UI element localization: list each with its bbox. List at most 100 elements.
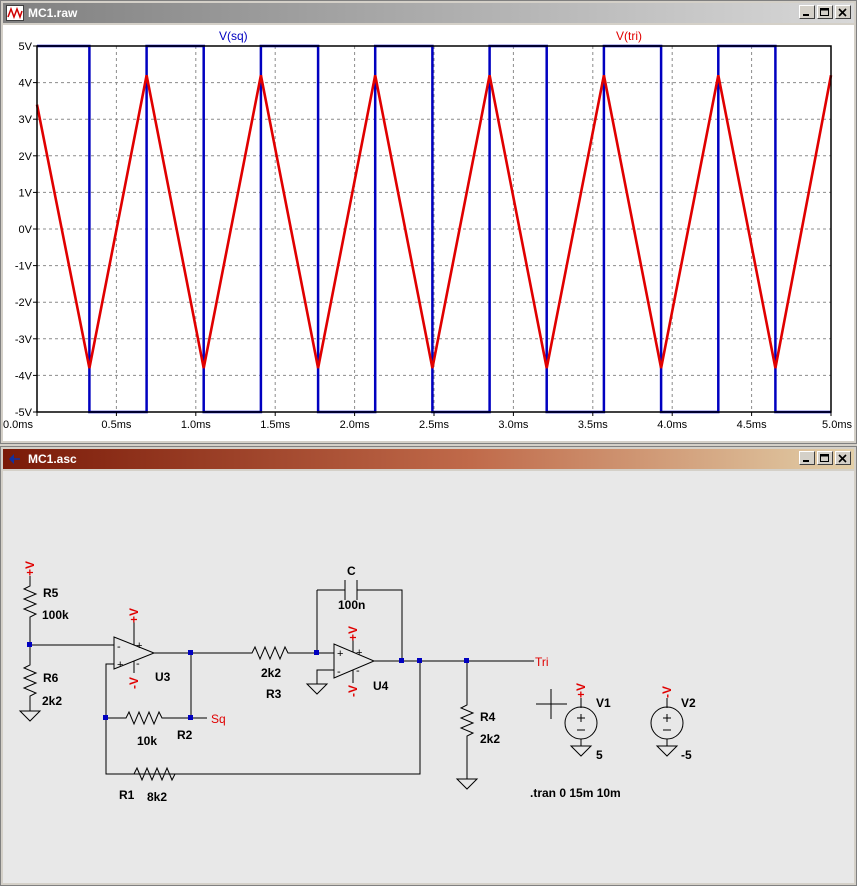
net-label-minus-v: -V [660, 686, 674, 698]
r5-resistor [22, 576, 38, 645]
net-label-plus-v: +V [574, 683, 588, 698]
r3-resistor [191, 645, 317, 661]
net-label-minus-v: -V [127, 677, 141, 689]
maximize-button[interactable] [817, 5, 833, 19]
svg-text:+: + [136, 640, 142, 652]
y-tick-label: 3V [19, 114, 33, 126]
net-label-sq: Sq [211, 712, 226, 726]
waveform-titlebar[interactable]: MC1.raw [3, 3, 854, 23]
net-label-plus-v: +V [23, 561, 37, 576]
c-name: C [347, 564, 356, 578]
schematic-drawing[interactable]: - + + - + - + - +V +V -V +V [3, 471, 854, 883]
ground-symbol [18, 710, 42, 722]
trace-vtri[interactable] [35, 75, 833, 369]
y-tick-label: 0V [19, 224, 33, 236]
r5-name: R5 [43, 586, 59, 600]
r6-name: R6 [43, 671, 59, 685]
close-icon [838, 454, 847, 463]
r4-value: 2k2 [480, 732, 500, 746]
schematic-window[interactable]: MC1.asc [0, 446, 857, 886]
svg-text:-: - [337, 666, 341, 678]
y-tick-label: -5V [15, 407, 33, 419]
schematic-canvas[interactable]: - + + - + - + - +V +V -V +V [3, 471, 854, 883]
minimize-icon [803, 14, 809, 16]
x-tick-label: 5.0ms [822, 419, 852, 431]
v2-source [650, 706, 684, 740]
r2-value: 10k [137, 734, 157, 748]
x-tick-label: 3.5ms [578, 419, 608, 431]
r3-value: 2k2 [261, 666, 281, 680]
r1-value: 8k2 [147, 790, 167, 804]
x-tick-label: 0.5ms [101, 419, 131, 431]
minimize-icon [803, 460, 809, 462]
r2-name: R2 [177, 728, 193, 742]
crosshair-cursor-icon [536, 689, 567, 719]
net-label-plus-v: +V [346, 626, 360, 641]
v1-source [564, 706, 598, 740]
y-tick-label: -1V [15, 261, 33, 273]
x-tick-label: 3.0ms [498, 419, 528, 431]
svg-text:+: + [356, 647, 362, 659]
ground-symbol [305, 683, 329, 695]
minimize-button[interactable] [799, 5, 815, 19]
v2-name: V2 [681, 696, 696, 710]
trace-label-vtri[interactable]: V(tri) [616, 29, 642, 43]
u4-label: U4 [373, 679, 389, 693]
r6-value: 2k2 [42, 694, 62, 708]
svg-text:+: + [337, 648, 343, 660]
r3-name: R3 [266, 687, 282, 701]
v2-value: -5 [681, 748, 692, 762]
schematic-minimize-button[interactable] [799, 451, 815, 465]
v1-value: 5 [596, 748, 603, 762]
maximize-icon [820, 454, 829, 462]
y-tick-label: 4V [19, 78, 33, 90]
r1-name: R1 [119, 788, 135, 802]
ground-symbol [655, 745, 679, 757]
y-tick-label: 2V [19, 151, 33, 163]
x-tick-label: 1.0ms [181, 419, 211, 431]
svg-text:-: - [356, 665, 360, 677]
svg-text:+: + [117, 659, 123, 671]
schematic-window-title: MC1.asc [28, 452, 77, 466]
schematic-maximize-button[interactable] [817, 451, 833, 465]
waveform-window-title: MC1.raw [28, 6, 78, 20]
net-label-plus-v: +V [127, 608, 141, 623]
x-tick-label: 0.0ms [3, 419, 33, 431]
svg-text:-: - [117, 641, 121, 653]
x-tick-label: 2.0ms [340, 419, 370, 431]
schematic-titlebar[interactable]: MC1.asc [3, 449, 854, 469]
ground-symbol [569, 745, 593, 757]
x-tick-label: 2.5ms [419, 419, 449, 431]
ground-symbol [455, 778, 479, 790]
trace-label-vsq[interactable]: V(sq) [219, 29, 248, 43]
y-tick-label: -3V [15, 334, 33, 346]
u3-label: U3 [155, 670, 171, 684]
v1-name: V1 [596, 696, 611, 710]
net-label-tri: Tri [535, 655, 549, 669]
c-value: 100n [338, 598, 365, 612]
schematic-app-icon [9, 454, 20, 464]
r5-value: 100k [42, 608, 69, 622]
tran-directive[interactable]: .tran 0 15m 10m [530, 786, 621, 800]
close-icon [838, 8, 847, 17]
r4-resistor [459, 661, 475, 779]
svg-text:-: - [136, 658, 140, 670]
r1-resistor [133, 766, 176, 782]
close-button[interactable] [835, 5, 851, 19]
r6-resistor [22, 645, 38, 711]
r4-name: R4 [480, 710, 496, 724]
net-label-minus-v: -V [346, 685, 360, 697]
y-tick-label: -2V [15, 297, 33, 309]
u4-opamp [333, 643, 376, 679]
schematic-close-button[interactable] [835, 451, 851, 465]
x-tick-label: 1.5ms [260, 419, 290, 431]
x-tick-label: 4.0ms [657, 419, 687, 431]
y-tick-label: 5V [19, 41, 33, 53]
waveform-app-icon [6, 5, 24, 21]
capacitor-c [344, 580, 358, 600]
y-tick-label: -4V [15, 370, 33, 382]
maximize-icon [820, 8, 829, 16]
